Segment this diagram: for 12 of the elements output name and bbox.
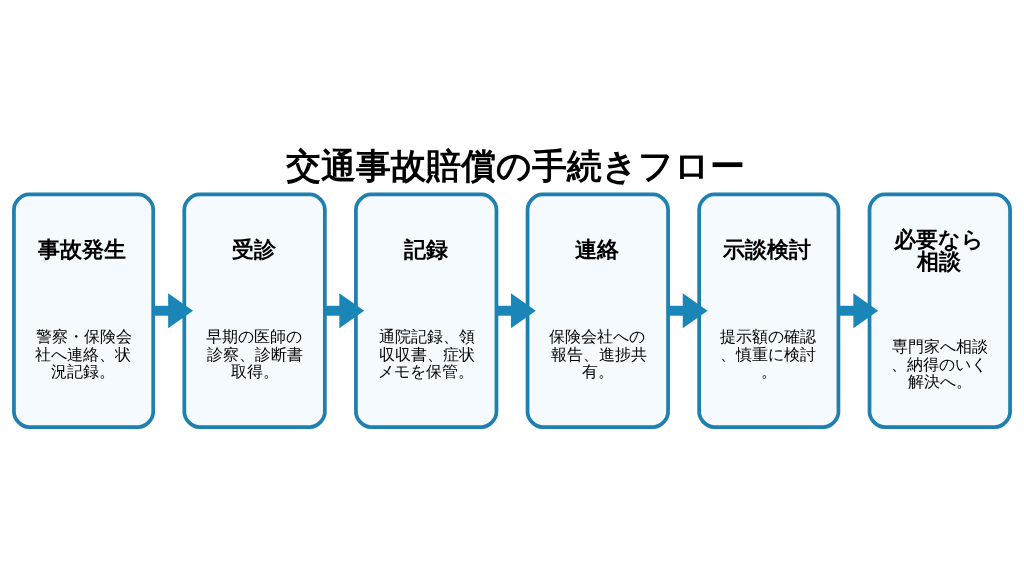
node-box: 記録 通院記録、領収収書、症状メモを保管。: [354, 192, 499, 429]
node-box: 必要なら相談 専門家へ相談、納得のいく解決へ。: [867, 192, 1012, 429]
arrow: [668, 292, 708, 328]
node-box: 示談検討 提示額の確認、慎重に検討。: [697, 192, 841, 429]
arrow: [838, 292, 879, 328]
node-box: 受診 早期の医師の診察、診断書取得。: [182, 192, 327, 429]
node-box: 連絡 保険会社への報告、進捗共有。: [525, 192, 670, 429]
diagram-title: 交通事故賠償の手続きフロー: [285, 145, 745, 186]
arrow: [325, 292, 365, 328]
arrow: [496, 292, 536, 328]
node-box: 事故発生 警察・保険会社へ連絡、状況記録。: [12, 192, 156, 429]
arrow: [153, 292, 193, 328]
